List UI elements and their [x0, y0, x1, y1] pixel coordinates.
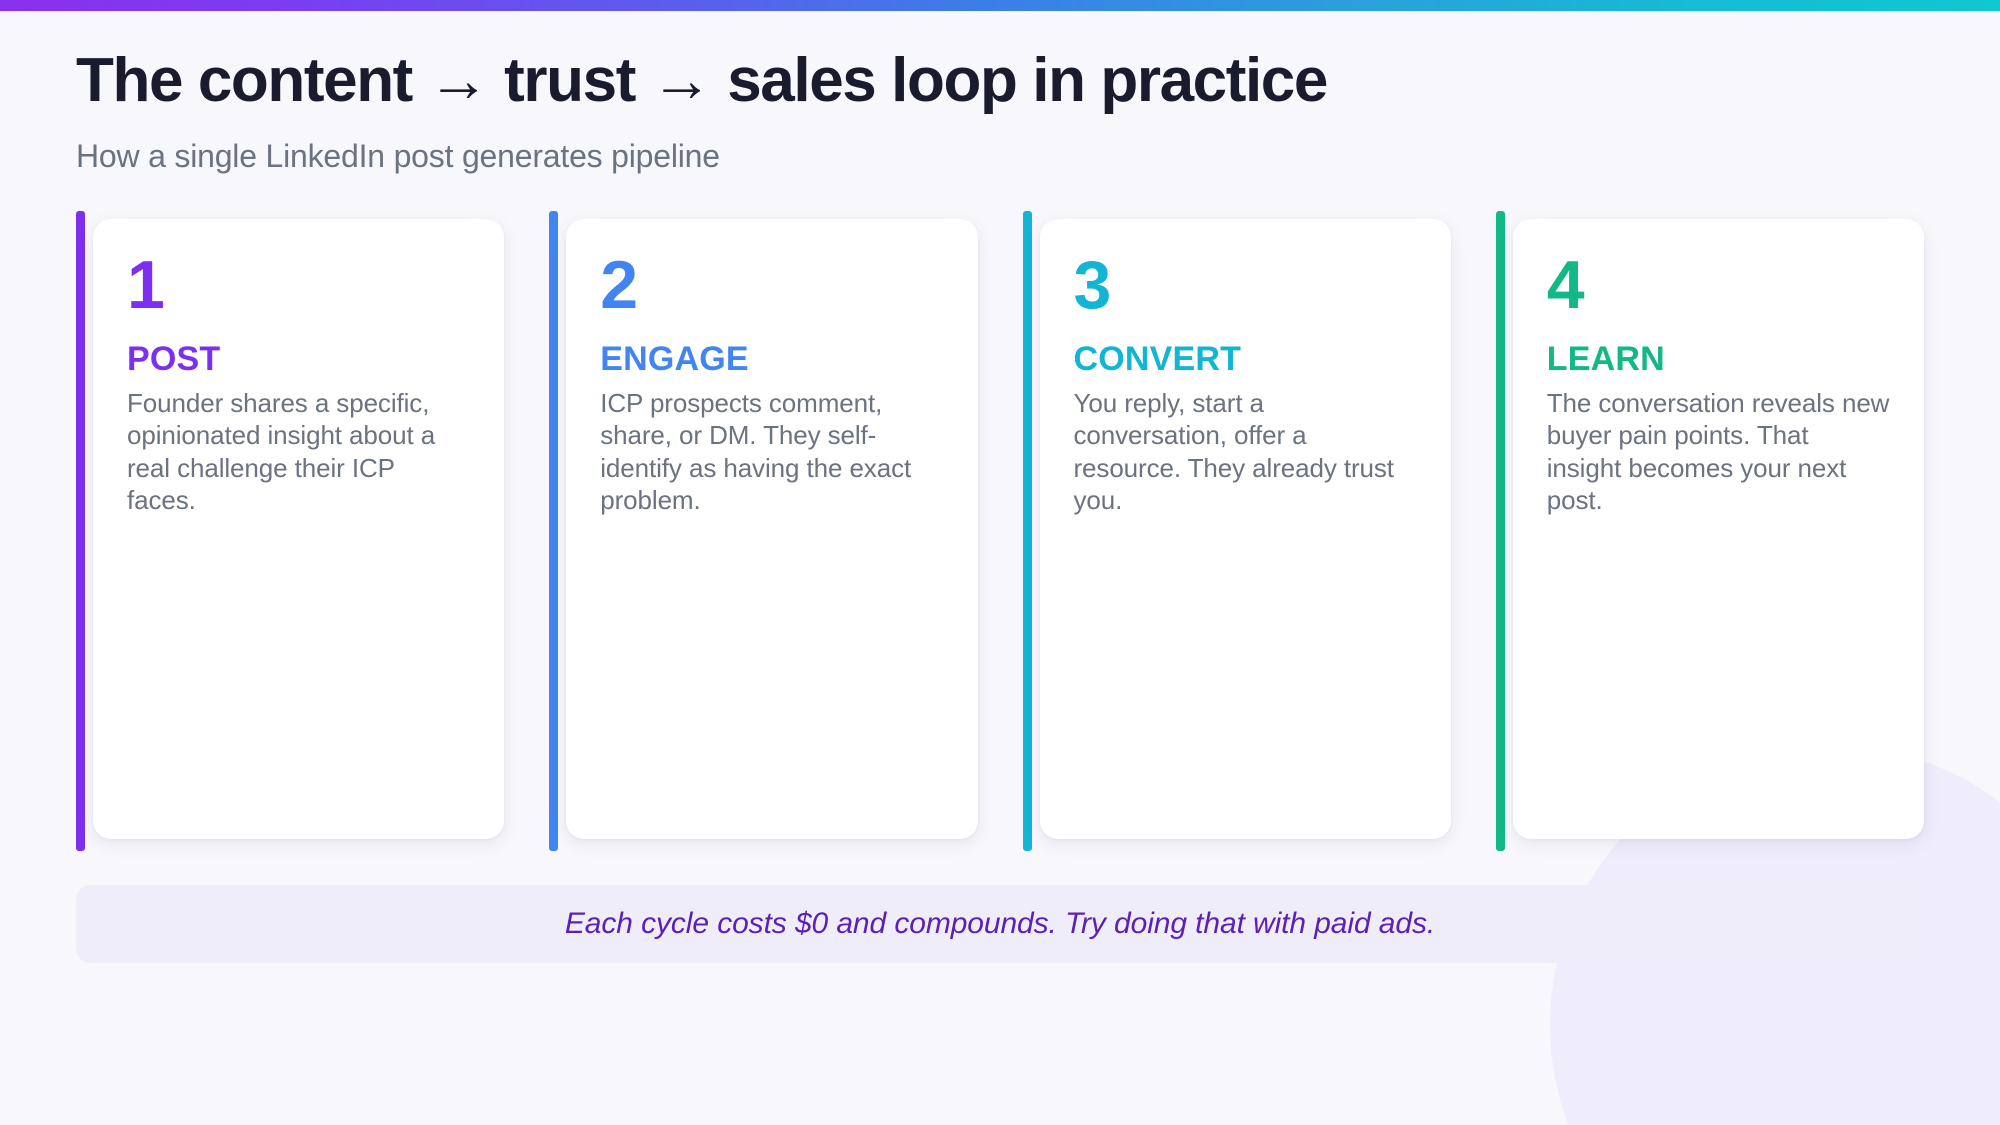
step-card-post[interactable]: 1 POST Founder shares a specific, opinio… [76, 210, 505, 851]
card-label: LEARN [1546, 339, 1665, 378]
card-label: POST [127, 339, 221, 378]
card-label: CONVERT [1073, 339, 1242, 378]
step-card-engage[interactable]: 2 ENGAGE ICP prospects comment, share, o… [549, 210, 978, 851]
card-body: 1 POST Founder shares a specific, opinio… [93, 218, 505, 839]
card-body: 3 CONVERT You reply, start a conversatio… [1039, 218, 1451, 839]
footer-banner-text: Each cycle costs $0 and compounds. Try d… [564, 906, 1436, 940]
card-accent-bar [76, 210, 85, 851]
header: The content → trust → sales loop in prac… [76, 0, 1924, 175]
card-number: 4 [1546, 246, 1585, 323]
card-accent-bar [549, 210, 559, 851]
footer-banner: Each cycle costs $0 and compounds. Try d… [76, 884, 1924, 963]
step-cards-row: 1 POST Founder shares a specific, opinio… [76, 210, 1924, 851]
card-description: Founder shares a specific, opinionated i… [127, 387, 436, 516]
card-accent-bar [1495, 210, 1505, 851]
card-label: ENGAGE [600, 339, 749, 378]
card-number: 2 [600, 246, 638, 323]
card-description: The conversation reveals new buyer pain … [1546, 387, 1890, 516]
card-description: ICP prospects comment, share, or DM. The… [600, 387, 912, 516]
card-number: 1 [127, 246, 165, 323]
step-card-convert[interactable]: 3 CONVERT You reply, start a conversatio… [1022, 210, 1451, 851]
card-description: You reply, start a conversation, offer a… [1073, 387, 1395, 516]
card-body: 4 LEARN The conversation reveals new buy… [1512, 218, 1924, 839]
card-accent-bar [1022, 210, 1032, 851]
top-gradient-bar [0, 0, 2000, 11]
card-body: 2 ENGAGE ICP prospects comment, share, o… [566, 218, 978, 839]
page-title: The content → trust → sales loop in prac… [76, 46, 1328, 115]
page-subtitle: How a single LinkedIn post generates pip… [76, 137, 720, 174]
step-card-learn[interactable]: 4 LEARN The conversation reveals new buy… [1495, 210, 1924, 851]
card-number: 3 [1073, 246, 1112, 323]
page-content: The content → trust → sales loop in prac… [76, 0, 1924, 963]
